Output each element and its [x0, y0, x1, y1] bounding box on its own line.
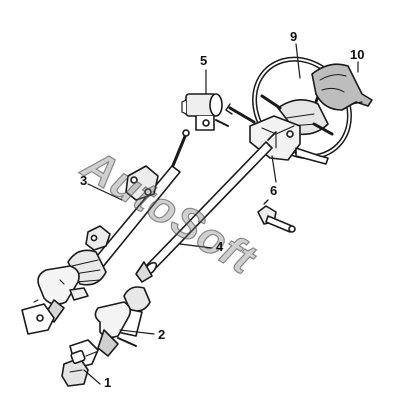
lock-cylinder	[181, 93, 229, 131]
leader-4	[179, 243, 213, 249]
label-part-1: 1	[104, 375, 112, 390]
leader-3	[87, 183, 123, 201]
leader-1	[83, 369, 101, 385]
main-shaft	[135, 131, 277, 283]
wheel-cover	[311, 63, 373, 111]
label-part-2: 2	[158, 327, 166, 342]
leader-9	[295, 43, 301, 79]
leader-lines	[83, 43, 359, 385]
leader-2	[119, 329, 155, 335]
tilt-lever	[257, 199, 296, 233]
label-part-10: 10	[350, 47, 365, 62]
leader-6	[271, 155, 277, 183]
label-part-6: 6	[270, 183, 278, 198]
left-column-assembly	[21, 129, 190, 335]
label-part-4: 4	[216, 239, 224, 254]
label-part-5: 5	[200, 53, 208, 68]
lower-joint-assembly	[94, 286, 151, 357]
universal-joint	[61, 339, 99, 387]
label-part-3: 3	[80, 173, 88, 188]
label-part-9: 9	[290, 29, 298, 44]
